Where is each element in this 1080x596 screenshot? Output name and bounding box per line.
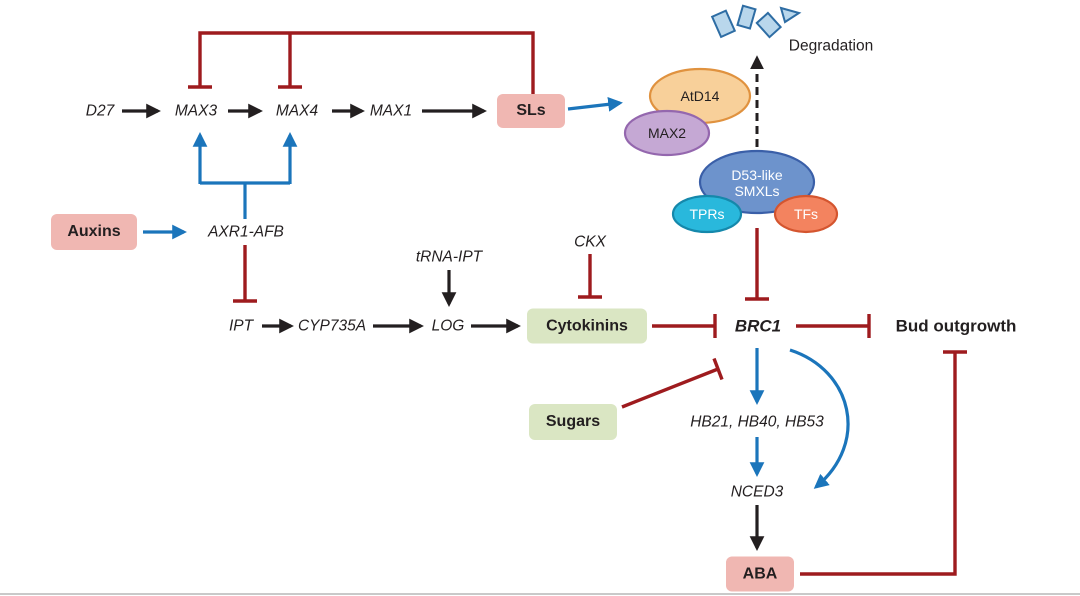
node-brc1: BRC1 [734,316,782,336]
node-max4: MAX4 [275,102,319,120]
d53-label-line1: D53-like [731,167,783,183]
arrow-brc1-nced3-curve [789,348,850,489]
fragment-2 [736,4,757,30]
degradation-label: Degradation [788,37,874,55]
node-log: LOG [431,317,465,335]
d53-label-line2: SMXLs [734,183,780,199]
sugars-box: Sugars [529,404,617,440]
tfs-ellipse [773,194,839,234]
fragment-4 [779,6,802,24]
arrow-sls-complex [567,97,623,112]
auxins-box: Auxins [51,214,137,250]
node-axr1-afb: AXR1-AFB [208,223,284,241]
d53-smxls-ellipse [698,149,816,215]
node-nced3: NCED3 [730,483,784,501]
max2-label: MAX2 [647,125,687,141]
node-bud-outgrowth: Bud outgrowth [895,316,1017,336]
tbar-sugars-brc1-cap [712,357,724,381]
node-d27: D27 [85,102,115,120]
aba-box: ABA [726,556,794,592]
node-ckx: CKX [574,233,606,251]
node-hb-genes: HB21, HB40, HB53 [690,413,824,431]
cytokinins-box: Cytokinins [527,308,647,344]
node-trna-ipt: tRNA-IPT [415,248,483,266]
tbar-sls-max3-line [198,31,535,95]
black-arrows [122,103,765,551]
tprs-ellipse [671,194,743,234]
degradation-fragments-icon [710,4,802,39]
node-max1: MAX1 [369,102,413,120]
sls-box: SLs [497,94,565,128]
node-max3: MAX3 [174,102,218,120]
node-cyp735a: CYP735A [297,317,367,335]
bottom-divider [0,593,1080,595]
tbar-aba-bud-line [800,353,957,576]
fragment-1 [710,9,737,39]
node-ipt: IPT [228,317,254,335]
red-inhibition-lines [188,31,967,576]
tfs-label: TFs [793,206,819,222]
tprs-label: TPRs [689,206,725,222]
blue-arrows [143,97,850,489]
atd14-label: AtD14 [680,88,720,104]
tbar-sugars-brc1-line [621,367,719,409]
fragment-3 [755,11,783,39]
max2-ellipse [623,109,711,157]
